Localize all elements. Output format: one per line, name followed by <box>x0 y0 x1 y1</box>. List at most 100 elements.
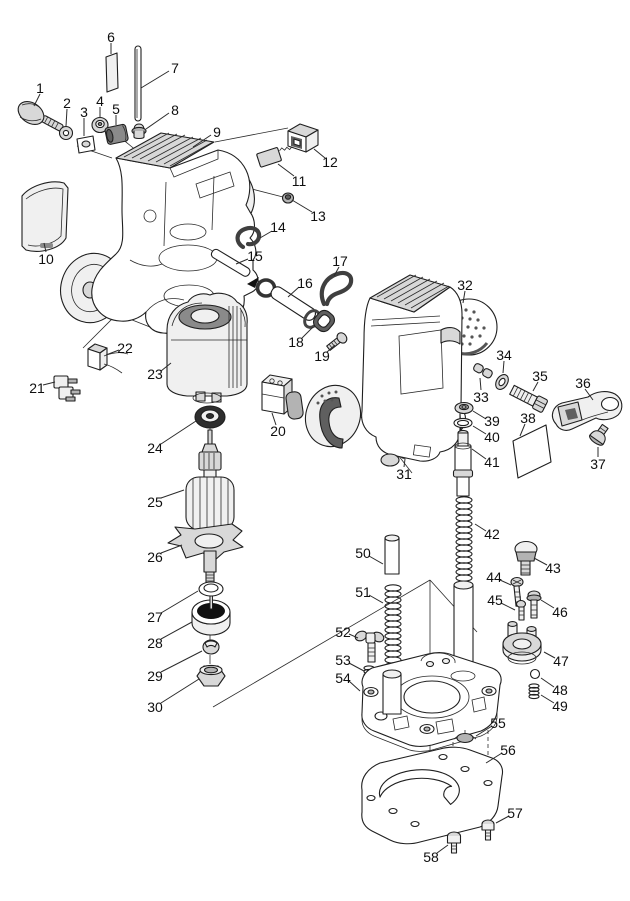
callout-number-23: 23 <box>147 366 163 382</box>
callout-leader-45 <box>500 602 516 611</box>
callout-leader-34 <box>502 360 505 374</box>
part-33-pin-set <box>473 363 493 379</box>
part-30-lock-nut <box>196 664 226 687</box>
callout-number-31: 31 <box>396 466 412 482</box>
part-43-stopper-knob <box>514 540 538 576</box>
part-18-clip <box>312 309 336 333</box>
callout-leader-7 <box>140 70 170 89</box>
part-37-screw <box>589 423 609 446</box>
callout-leader-12 <box>313 148 326 159</box>
callout-number-13: 13 <box>310 208 326 224</box>
callout-number-20: 20 <box>270 423 286 439</box>
callout-leader-9 <box>192 134 212 148</box>
callout-leader-44 <box>499 579 512 586</box>
part-29-collar <box>202 639 220 655</box>
part-35-bolt <box>509 384 548 413</box>
vent-ribs <box>123 132 214 167</box>
callout-leader-22 <box>105 349 120 356</box>
callout-leader-49 <box>540 694 555 704</box>
callout-number-44: 44 <box>486 569 502 585</box>
part-12-brush-holder <box>287 123 319 153</box>
callout-leader-33 <box>479 377 482 391</box>
callout-leader-13 <box>291 199 313 213</box>
callout-number-11: 11 <box>292 173 307 189</box>
callout-leader-1 <box>33 93 41 107</box>
callout-number-58: 58 <box>423 849 439 865</box>
callout-leader-55 <box>475 725 493 737</box>
callout-number-57: 57 <box>507 805 523 821</box>
part-40-ring <box>453 417 473 429</box>
callout-number-25: 25 <box>147 494 163 510</box>
part-3-lock-plate <box>76 135 96 154</box>
callout-leader-47 <box>543 651 556 659</box>
callout-number-10: 10 <box>38 251 54 267</box>
part-7-guide-rod <box>134 45 142 122</box>
part-26-fan <box>167 523 244 585</box>
part-36-lock-lever <box>551 391 623 431</box>
callout-number-3: 3 <box>80 104 88 120</box>
callout-leader-16 <box>287 286 300 298</box>
callout-number-40: 40 <box>484 429 500 445</box>
callout-number-1: 1 <box>36 80 44 96</box>
callout-leader-54 <box>348 680 361 692</box>
callout-leader-2 <box>65 108 68 127</box>
part-25-armature <box>185 429 235 531</box>
callout-number-49: 49 <box>552 698 568 714</box>
callout-leader-50 <box>368 555 384 565</box>
callout-number-26: 26 <box>147 549 163 565</box>
callout-leader-48 <box>540 677 555 688</box>
callout-number-36: 36 <box>575 375 591 391</box>
callout-number-43: 43 <box>545 560 561 576</box>
part-2-flat-washer <box>58 125 74 141</box>
part-15-pin <box>210 248 259 288</box>
callout-number-37: 37 <box>590 456 606 472</box>
part-46-screw <box>526 590 542 619</box>
callout-leader-27 <box>160 590 199 614</box>
callout-number-41: 41 <box>484 454 500 470</box>
callout-leader-52 <box>348 633 359 639</box>
part-48-steel-ball <box>529 668 541 680</box>
part-39-flange-washer <box>454 401 474 415</box>
callout-number-29: 29 <box>147 668 163 684</box>
part-24-ball-bearing <box>194 405 226 429</box>
callout-leader-51 <box>368 594 384 604</box>
callout-number-21: 21 <box>29 380 45 396</box>
callout-leader-57 <box>495 815 510 824</box>
callout-leader-58 <box>436 844 449 854</box>
callout-leader-35 <box>532 381 539 392</box>
part-42-spring <box>455 496 473 582</box>
part-38-label-sheet <box>512 424 552 479</box>
callout-number-47: 47 <box>553 653 569 669</box>
callout-number-38: 38 <box>520 410 536 426</box>
callout-number-22: 22 <box>117 340 133 356</box>
part-32-motor-housing-lower <box>304 274 498 467</box>
callout-leader-36 <box>584 388 594 401</box>
part-52-wing-bolt <box>354 630 385 663</box>
callout-leader-17 <box>333 266 340 277</box>
callout-number-53: 53 <box>335 652 351 668</box>
part-6-insulation-strip <box>105 52 119 93</box>
callout-leader-19 <box>326 344 336 353</box>
callout-number-16: 16 <box>297 275 313 291</box>
callout-leader-25 <box>160 489 185 499</box>
part-54-router-base <box>361 652 502 752</box>
callout-leader-46 <box>540 599 555 609</box>
callout-number-54: 54 <box>335 670 351 686</box>
callout-number-45: 45 <box>487 592 503 608</box>
callout-leader-41 <box>471 448 487 460</box>
callout-leader-56 <box>485 752 503 764</box>
callout-number-9: 9 <box>213 124 221 140</box>
callout-leader-40 <box>472 425 487 435</box>
callout-leader-38 <box>519 423 526 437</box>
callout-number-14: 14 <box>270 219 286 235</box>
part-10-cover-plate <box>21 181 69 252</box>
callout-leader-43 <box>533 557 548 566</box>
callout-leader-15 <box>235 258 249 265</box>
callout-number-42: 42 <box>484 526 500 542</box>
callout-leader-8 <box>145 112 170 130</box>
part-41-guide-shaft <box>452 429 474 497</box>
part-21-terminal <box>53 375 81 402</box>
callout-number-30: 30 <box>147 699 163 715</box>
callout-leader-20 <box>271 412 277 426</box>
